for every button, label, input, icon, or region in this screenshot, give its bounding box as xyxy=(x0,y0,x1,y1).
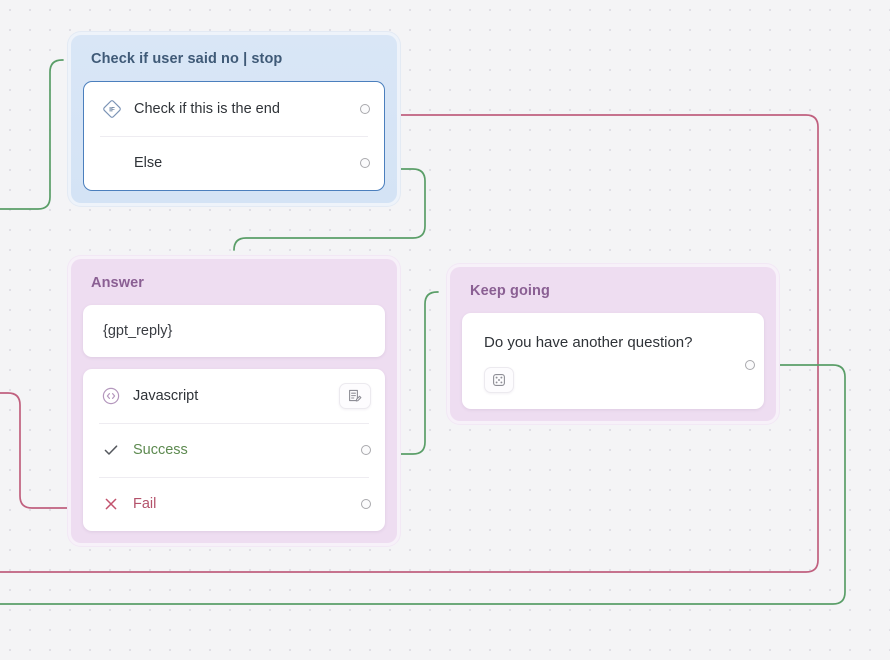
keep-going-message-card[interactable]: Do you have another question? xyxy=(462,313,764,409)
answer-row-label: Fail xyxy=(133,496,157,512)
answer-output-port-success[interactable] xyxy=(361,445,371,455)
condition-node[interactable]: Check if user said no | stop IF Check if… xyxy=(68,32,400,206)
answer-node-title: Answer xyxy=(91,275,144,291)
answer-variable-field[interactable]: {gpt_reply} xyxy=(83,305,385,357)
variables-icon[interactable] xyxy=(484,366,514,393)
answer-row-javascript[interactable]: Javascript xyxy=(83,369,385,423)
answer-output-port-fail[interactable] xyxy=(361,499,371,509)
condition-row-else[interactable]: Else xyxy=(84,136,384,190)
keep-going-node[interactable]: Keep going Do you have another question? xyxy=(447,264,779,424)
condition-row-check-if-end[interactable]: IF Check if this is the end xyxy=(84,82,384,136)
condition-output-port-check-if-end[interactable] xyxy=(360,104,370,114)
answer-rows-card: Javascript Succ xyxy=(83,369,385,531)
answer-row-label: Javascript xyxy=(133,388,199,404)
condition-node-title: Check if user said no | stop xyxy=(91,51,283,67)
answer-row-fail[interactable]: Fail xyxy=(83,477,385,531)
code-circle-icon xyxy=(99,384,123,408)
answer-node[interactable]: Answer {gpt_reply} Javascript xyxy=(68,256,400,546)
keep-going-output-port[interactable] xyxy=(745,360,755,370)
svg-text:IF: IF xyxy=(109,106,115,113)
condition-row-label: Else xyxy=(134,155,163,171)
x-icon xyxy=(99,492,123,516)
edge-into-condition xyxy=(0,59,64,210)
keep-going-node-title: Keep going xyxy=(470,283,550,299)
condition-rows-card: IF Check if this is the end Else xyxy=(83,81,385,191)
answer-row-success[interactable]: Success xyxy=(83,423,385,477)
answer-variable-value: {gpt_reply} xyxy=(103,323,173,339)
check-icon xyxy=(99,438,123,462)
answer-row-label: Success xyxy=(133,442,188,458)
condition-row-label: Check if this is the end xyxy=(134,101,280,117)
keep-going-message-text: Do you have another question? xyxy=(484,334,693,351)
if-diamond-icon: IF xyxy=(100,97,124,121)
edge-fail-out xyxy=(0,392,79,509)
edit-script-icon[interactable] xyxy=(339,383,371,409)
condition-output-port-else[interactable] xyxy=(360,158,370,168)
